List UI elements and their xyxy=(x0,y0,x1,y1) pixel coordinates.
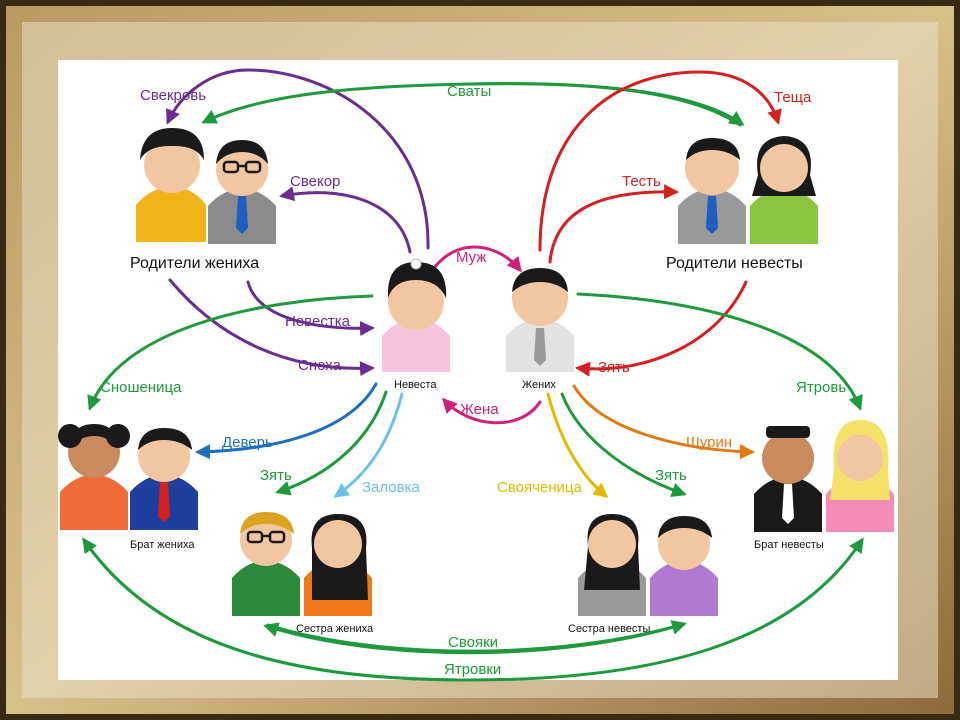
arrow-svoyachenitsa xyxy=(546,392,609,498)
bride-sister-husband-icon xyxy=(578,514,646,616)
caption-groom-sister: Сестра жениха xyxy=(296,623,374,635)
caption-groom-brother: Брат жениха xyxy=(130,539,195,551)
groom-father-icon xyxy=(208,140,276,244)
arrow-nevestka xyxy=(246,280,375,336)
caption-bride-parents: Родители невесты xyxy=(666,255,803,272)
arrow-svoyaki-left xyxy=(263,622,686,655)
label-muzh: Муж xyxy=(456,249,486,266)
bride-sister-icon xyxy=(650,516,718,616)
label-tescha: Теща xyxy=(774,89,812,106)
groom-sister-husband-icon xyxy=(232,512,300,616)
groom-brother-icon xyxy=(130,428,198,530)
label-shurin: Шурин xyxy=(686,434,732,451)
arrow-muzh xyxy=(432,245,522,273)
arrow-zyat-groom-sister xyxy=(275,390,388,496)
groom-sister-icon xyxy=(304,514,372,616)
bride-father-icon xyxy=(678,138,746,244)
label-test: Тесть xyxy=(622,173,661,190)
label-yatrovki: Ятровки xyxy=(444,661,501,678)
caption-groom-parents: Родители жениха xyxy=(130,255,259,272)
caption-bride: Невеста xyxy=(394,379,437,391)
arrow-svekrov xyxy=(166,68,430,250)
label-svoyaki: Свояки xyxy=(448,634,498,651)
bride-brother-wife-icon xyxy=(826,420,894,532)
arrow-zalovka xyxy=(333,392,404,498)
label-zyat-bride-parents: Зять xyxy=(598,359,630,376)
label-zyat-groom-sister: Зять xyxy=(260,467,292,484)
label-svaty: Сваты xyxy=(447,83,491,100)
label-yatrov: Ятровь xyxy=(796,379,846,396)
bride-icon xyxy=(382,258,450,372)
label-zalovka: Заловка xyxy=(362,479,421,496)
arrow-svekor xyxy=(279,186,412,254)
bride-brother-icon xyxy=(754,426,822,532)
caption-bride-sister: Сестра невесты xyxy=(568,623,650,635)
arrow-yatrov xyxy=(576,292,863,411)
arrow-zhena xyxy=(441,397,542,425)
arrow-tescha xyxy=(538,70,782,252)
arrow-zyat-bride-parents xyxy=(575,280,748,377)
label-svoyachenitsa: Свояченица xyxy=(497,479,583,496)
arrow-yatrovki-left xyxy=(82,537,472,682)
arrow-dever xyxy=(195,382,378,460)
groom-brother-wife-icon xyxy=(58,424,130,530)
label-svekrov: Свекровь xyxy=(140,87,206,104)
groom-icon xyxy=(506,268,574,372)
arrow-svaty-right xyxy=(468,82,745,126)
label-zhena: Жена xyxy=(460,401,499,418)
arrow-shurin xyxy=(572,384,755,460)
label-snoshenitsa: Сношеница xyxy=(100,379,182,396)
groom-mother-icon xyxy=(136,128,206,242)
caption-groom: Жених xyxy=(522,379,556,391)
label-svekor: Свекор xyxy=(290,173,340,190)
arrow-snoshenitsa xyxy=(87,294,374,411)
label-zyat-bride-sister: Зять xyxy=(655,467,687,484)
label-dever: Деверь xyxy=(222,434,273,451)
arrow-test xyxy=(548,184,679,264)
caption-bride-brother: Брат невесты xyxy=(754,539,824,551)
label-snokha: Сноха xyxy=(298,357,342,374)
arrow-snokha xyxy=(168,278,375,377)
bride-mother-icon xyxy=(750,136,818,244)
label-nevestka: Невестка xyxy=(285,313,351,330)
arrow-zyat-bride-sister xyxy=(560,392,687,498)
